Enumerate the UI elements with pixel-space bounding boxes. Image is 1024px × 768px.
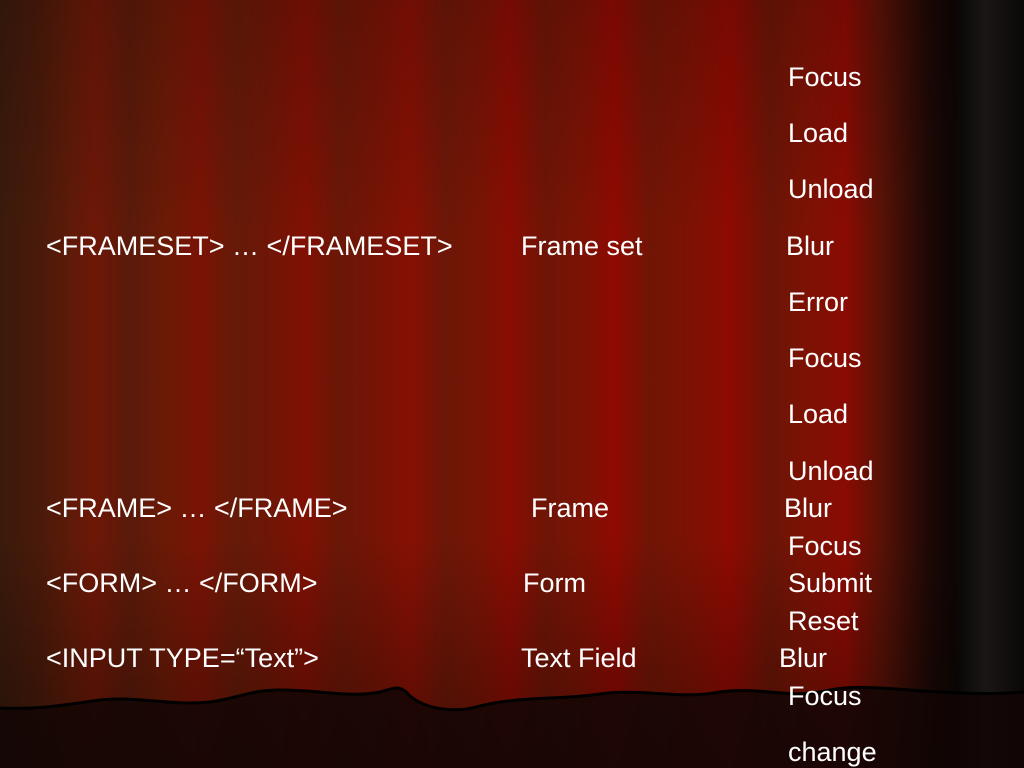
tag-frame: <FRAME> … </FRAME> xyxy=(46,493,348,523)
object-frame: Frame xyxy=(531,493,610,523)
event-form-focus: Focus xyxy=(788,531,862,561)
event-input-focus: Focus xyxy=(788,681,862,711)
event-frame-unload: Unload xyxy=(788,456,874,486)
tag-input-text: <INPUT TYPE=“Text”> xyxy=(46,643,319,673)
event-frameset-blur: Blur xyxy=(786,231,835,261)
event-frameset-error: Error xyxy=(788,287,848,317)
dark-side-drape xyxy=(960,0,1024,768)
event-frame-focus: Focus xyxy=(788,343,862,373)
curtain-hem-decoration xyxy=(0,685,1024,768)
event-form-reset: Reset xyxy=(788,606,859,636)
event-input-change: change xyxy=(788,737,877,767)
event-frameset-unload: Unload xyxy=(788,174,874,204)
event-frame-load: Load xyxy=(788,399,849,429)
object-text-field: Text Field xyxy=(521,643,637,673)
tag-frameset: <FRAMESET> … </FRAMESET> xyxy=(46,231,453,261)
event-frame-blur: Blur xyxy=(784,493,833,523)
tag-form: <FORM> … </FORM> xyxy=(46,568,318,598)
object-form: Form xyxy=(523,568,586,598)
event-input-blur: Blur xyxy=(779,643,828,673)
event-form-submit: Submit xyxy=(788,568,873,598)
event-frameset-focus: Focus xyxy=(788,62,862,92)
event-frameset-load: Load xyxy=(788,118,849,148)
object-frame-set: Frame set xyxy=(521,231,643,261)
